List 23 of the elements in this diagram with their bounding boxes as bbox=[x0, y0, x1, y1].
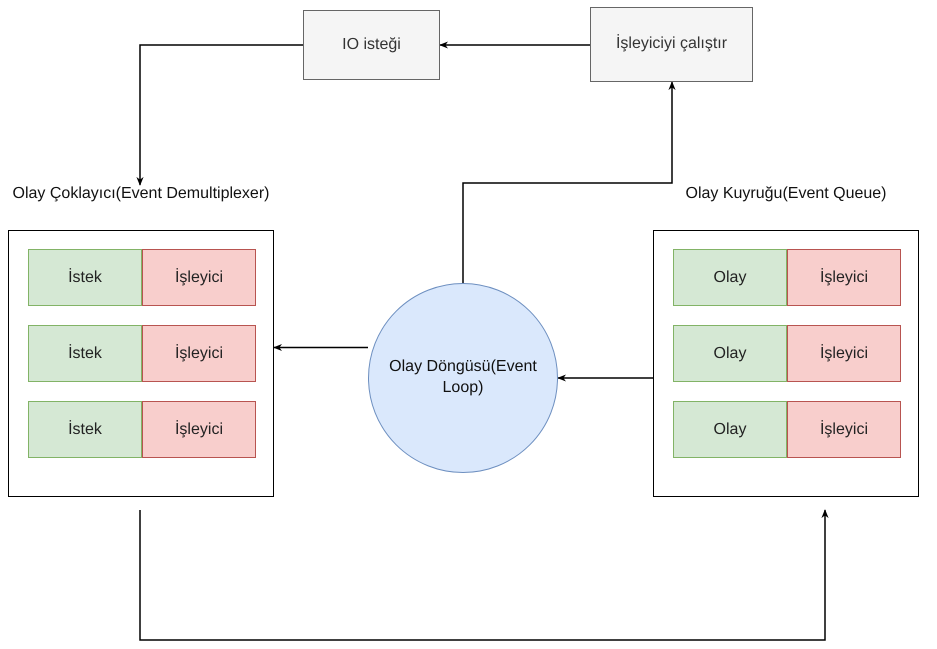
entry-cell: İstek bbox=[28, 249, 142, 306]
entry-cell: İstek bbox=[28, 325, 142, 382]
arrow bbox=[136, 44, 303, 186]
loop-circle: Olay Döngüsü(Event Loop) bbox=[368, 283, 558, 473]
entry-cell: İşleyici bbox=[142, 325, 256, 382]
arrow bbox=[557, 374, 653, 382]
arrow bbox=[439, 41, 590, 49]
group-heading: Olay Çoklayıcı(Event Demultiplexer) bbox=[12, 185, 270, 203]
arrow bbox=[462, 81, 676, 283]
entry-cell: İşleyici bbox=[787, 401, 901, 458]
entry-cell: İşleyici bbox=[142, 249, 256, 306]
entry-cell: İstek bbox=[28, 401, 142, 458]
entry-cell: İşleyici bbox=[787, 325, 901, 382]
process-box: IO isteği bbox=[303, 10, 440, 80]
entry-cell: Olay bbox=[673, 401, 787, 458]
entry-cell: Olay bbox=[673, 325, 787, 382]
arrow bbox=[139, 509, 829, 641]
entry-cell: İşleyici bbox=[142, 401, 256, 458]
entry-cell: Olay bbox=[673, 249, 787, 306]
process-box: İşleyiciyi çalıştır bbox=[590, 7, 753, 82]
arrow bbox=[273, 344, 368, 352]
entry-cell: İşleyici bbox=[787, 249, 901, 306]
group-heading: Olay Kuyruğu(Event Queue) bbox=[686, 185, 886, 203]
